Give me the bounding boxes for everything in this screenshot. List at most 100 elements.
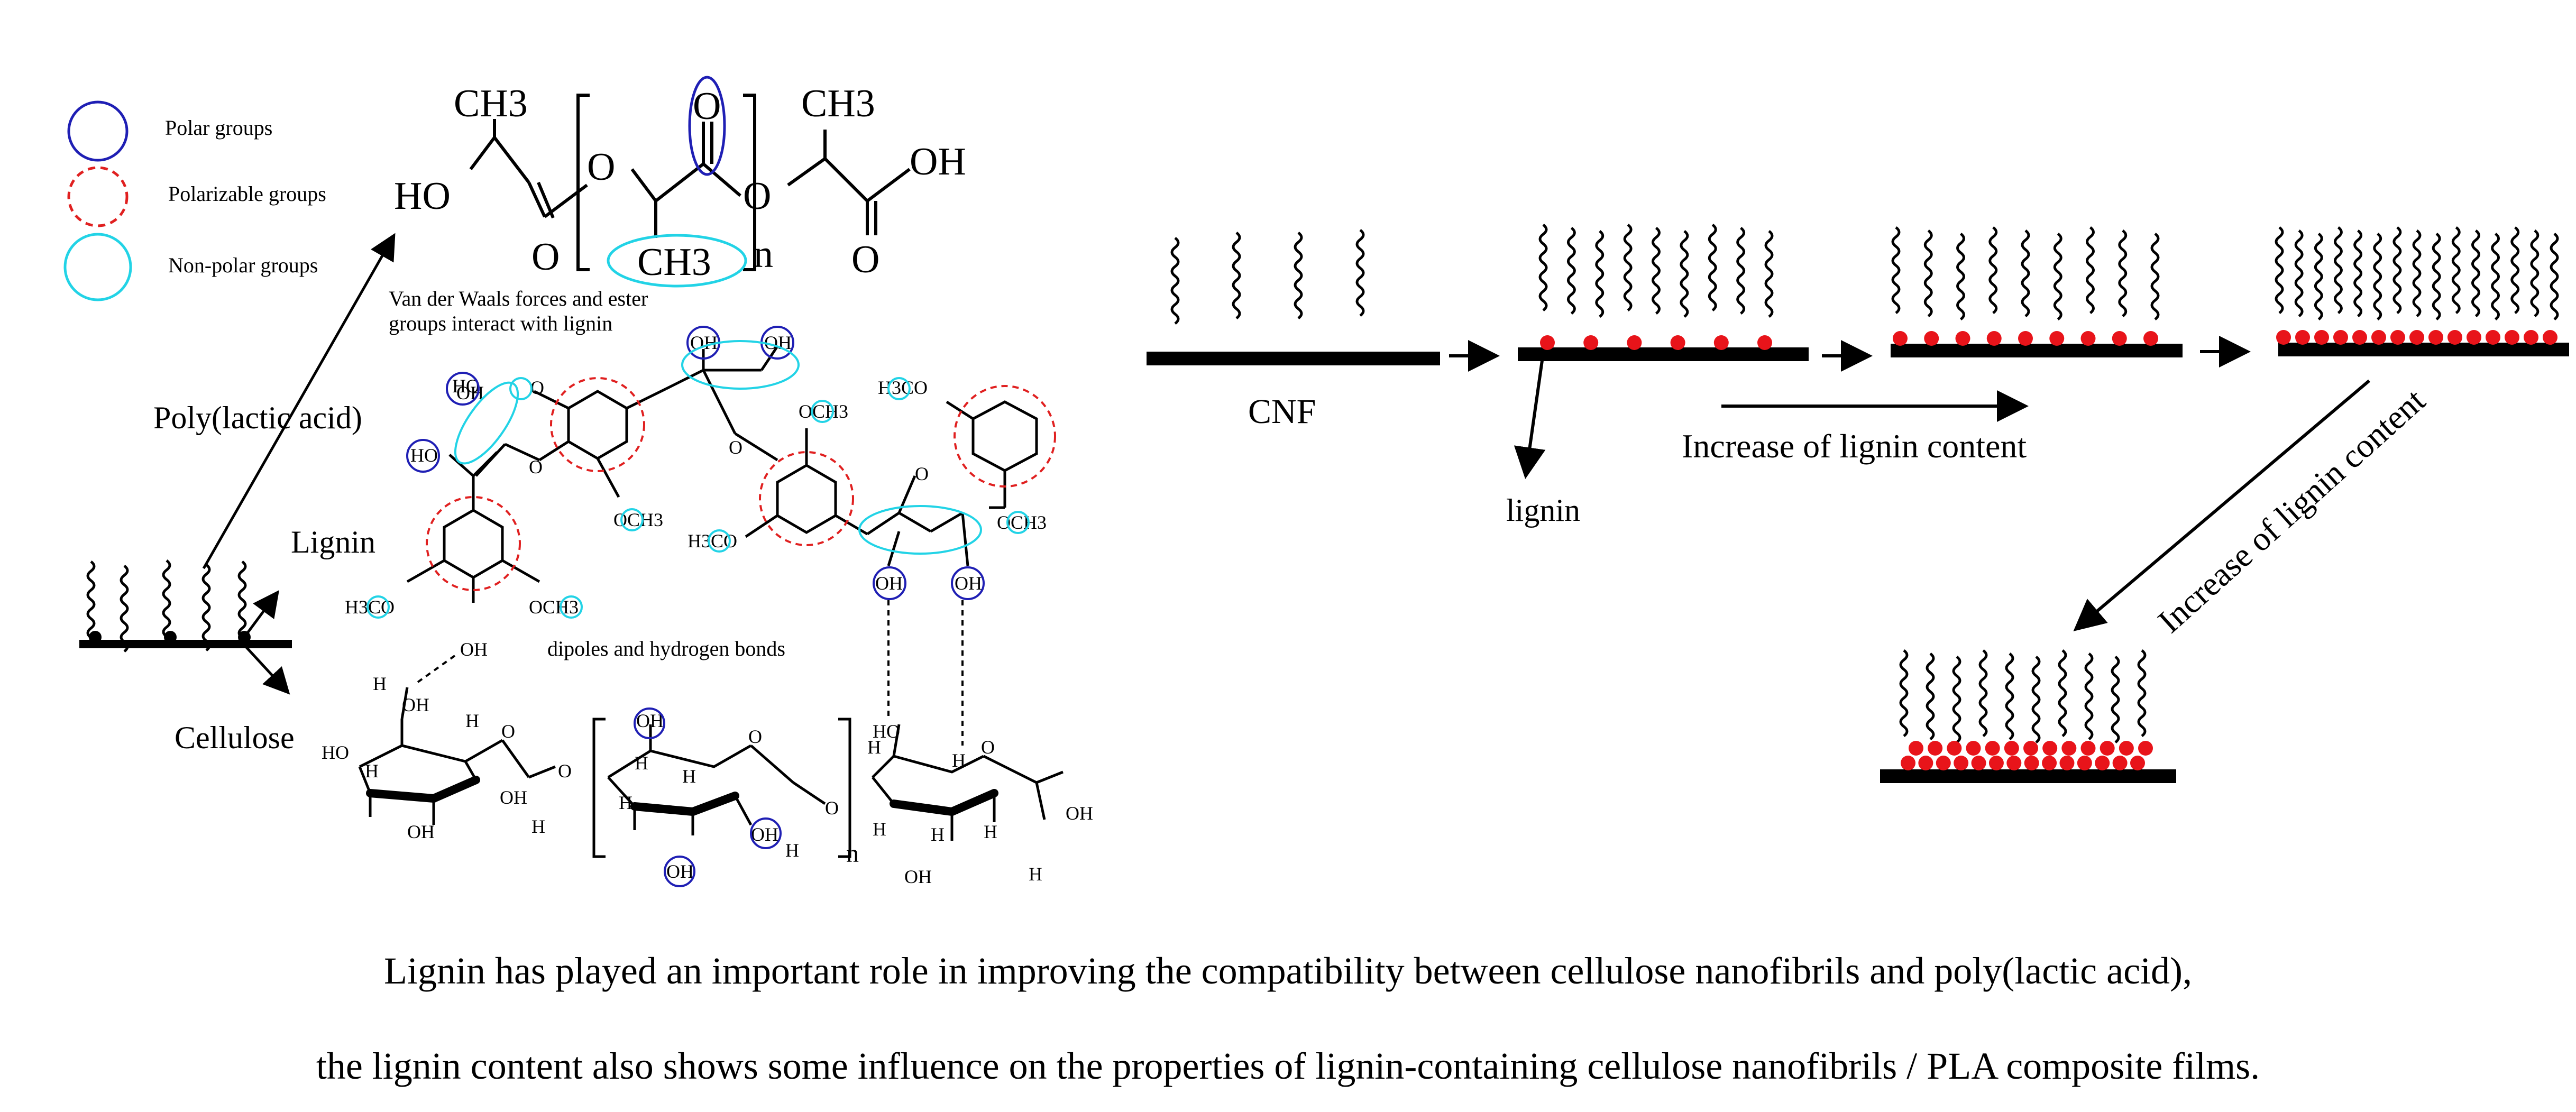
pla-o-ester-2: O — [743, 174, 771, 218]
lignin-dot — [1627, 335, 1642, 350]
cell-h: H — [873, 819, 886, 840]
cell-o: O — [981, 737, 995, 758]
cellulose-bold-edges — [366, 776, 998, 816]
lignin-ho: HO — [410, 445, 438, 466]
lignin-dot — [2130, 756, 2145, 770]
fiber-chain — [2112, 657, 2119, 742]
lignin-dot — [1936, 756, 1951, 770]
fiber-chain — [1709, 225, 1716, 310]
vdw-note-line2: groups interact with lignin — [389, 311, 612, 335]
lignin-dot — [1988, 756, 2004, 770]
left-fiber-node — [89, 631, 102, 644]
pla-ch3-right: CH3 — [801, 82, 875, 125]
lignin-dot — [2428, 330, 2443, 345]
nonpolar-marker — [708, 529, 731, 553]
fiber-chain — [1901, 650, 1907, 736]
lignin-dot — [2524, 330, 2538, 345]
lignin-dot — [2409, 330, 2424, 345]
cell-h: H — [785, 840, 799, 861]
increase-label-diagonal: Increase of lignin content — [2151, 381, 2432, 640]
polarizable-marker — [426, 496, 521, 591]
lignin-dot — [2023, 741, 2038, 756]
lignin-oh-lower: OH — [875, 573, 903, 594]
pla-ch3-left: CH3 — [454, 82, 528, 125]
fiber-chain — [1927, 654, 1933, 739]
cell-o: O — [501, 721, 515, 742]
lignin-dot — [2505, 330, 2519, 345]
lignin-o: O — [529, 456, 543, 477]
lignin-dot — [2006, 756, 2022, 770]
cell-h: H — [365, 760, 379, 782]
lignin-dot — [2333, 330, 2348, 345]
fiber-chain — [2394, 227, 2400, 313]
fiber-chain — [1958, 234, 1964, 319]
fiber-chain — [2433, 234, 2440, 319]
cell-oh: OH — [666, 861, 694, 882]
lignin-dot — [1966, 741, 1981, 756]
stage-high-lignin — [2276, 227, 2569, 356]
lignin-o: O — [915, 463, 929, 484]
lignin-dot — [1918, 756, 1933, 770]
lignin-dot — [1583, 335, 1599, 350]
lignin-dot — [1670, 335, 1685, 350]
lignin-och3: OCH3 — [529, 596, 579, 618]
lignin-dot — [2143, 331, 2158, 346]
fiber-chain — [2453, 227, 2459, 313]
nonpolar-marker — [366, 595, 390, 619]
nonpolar-marker — [1006, 511, 1030, 534]
nonpolar-marker — [811, 400, 834, 423]
cell-h: H — [465, 710, 479, 731]
pla-o-carbonyl: O — [693, 85, 721, 128]
fiber-bar — [2278, 343, 2569, 356]
pla-ho: HO — [394, 174, 451, 218]
cell-h: H — [1029, 863, 1042, 885]
pla-ch3-center: CH3 — [637, 241, 711, 284]
cell-ho: HO — [322, 742, 349, 763]
pla-nonpolar-marker — [607, 234, 747, 288]
polar-marker — [406, 439, 440, 473]
lignin-dot — [2042, 756, 2057, 770]
lignin-dot — [1971, 756, 1986, 770]
fiber-chain — [2375, 234, 2381, 319]
pla-oh: OH — [910, 140, 966, 183]
fiber-chain — [1990, 227, 1996, 313]
nonpolar-marker — [681, 340, 800, 390]
cell-h: H — [931, 824, 945, 845]
lignin-group-markers — [366, 326, 1056, 619]
lignin-dot — [1954, 756, 1969, 770]
nonpolar-legend-marker — [63, 233, 132, 301]
lignin-dot — [2080, 331, 2096, 346]
lignin-dot — [2138, 741, 2153, 756]
lignin-dot — [1928, 741, 1943, 756]
cell-oh: OH — [904, 866, 932, 887]
fiber-chain — [1568, 228, 1574, 314]
lignin-dot — [1893, 331, 1908, 346]
caption-line-1: Lignin has played an important role in i… — [383, 950, 2193, 992]
lignin-dot — [1540, 335, 1555, 350]
pla-n: n — [754, 233, 773, 276]
lignin-dot — [2486, 330, 2500, 345]
fiber-chain — [1980, 650, 1986, 736]
lignin-dot — [2095, 756, 2110, 770]
cell-n: n — [846, 840, 859, 868]
stage-low-lignin — [1518, 225, 1809, 361]
fiber-chain — [1954, 657, 1960, 742]
fiber-chain — [1597, 231, 1603, 317]
lignin-o: O — [530, 377, 544, 398]
legend-label-nonpolar: Non-polar groups — [168, 253, 318, 277]
arrow-to-cellulose — [243, 644, 290, 695]
lignin-dot — [2061, 741, 2077, 756]
lignin-dot — [2112, 331, 2127, 346]
cell-oh: OH — [402, 694, 429, 715]
cell-h: H — [373, 673, 387, 694]
lignin-dot — [1713, 335, 1729, 350]
lignin-dot — [2295, 330, 2310, 345]
cnf-bar — [1147, 352, 1440, 365]
lignin-dot — [1947, 741, 1962, 756]
pla-o-dbl-right: O — [851, 238, 879, 281]
fiber-chain — [1625, 225, 1631, 310]
cell-o: O — [748, 726, 762, 747]
cellulose-label: Cellulose — [175, 720, 295, 755]
cell-ho: HO — [873, 721, 900, 742]
cell-oh: OH — [636, 710, 664, 731]
